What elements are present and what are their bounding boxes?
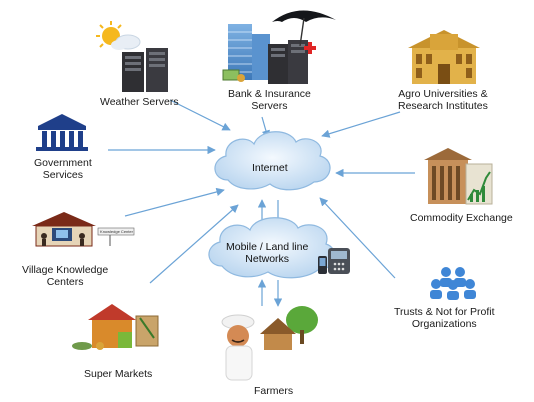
trusts-label: Trusts & Not for Profit Organizations xyxy=(394,306,495,330)
cloud-icon xyxy=(111,34,141,50)
internet-label: Internet xyxy=(252,162,288,174)
arrow-agro-internet xyxy=(321,111,401,138)
office-building-icon xyxy=(228,24,270,80)
farmer-village-icon xyxy=(221,306,318,381)
medical-cross-icon xyxy=(304,42,316,54)
server-rack-icon xyxy=(122,48,168,92)
weather-servers-label: Weather Servers xyxy=(100,96,179,108)
mobile-phone-icon xyxy=(318,256,327,274)
kiosk-sign-text: Knowledge Center xyxy=(100,229,133,234)
farmers-label: Farmers xyxy=(254,385,294,397)
super-markets-label: Super Markets xyxy=(84,368,153,380)
sun-icon xyxy=(96,21,122,48)
bar-chart-icon xyxy=(470,186,485,202)
bank-insurance-label: Bank & Insurance Servers xyxy=(228,88,311,112)
commodity-exchange-label: Commodity Exchange xyxy=(410,212,513,224)
stock-exchange-icon xyxy=(424,148,493,205)
money-stack-icon xyxy=(72,342,104,350)
shopping-bag-icon xyxy=(135,315,159,347)
landline-phone-icon xyxy=(328,248,350,274)
mobile-network-label: Mobile / Land line Networks xyxy=(226,241,309,265)
mobile-network-cloud xyxy=(208,217,350,279)
umbrella-icon xyxy=(272,10,336,47)
village-knowledge-label: Village Knowledge Centers xyxy=(22,264,109,288)
agro-universities-label: Agro Universities & Research Institutes xyxy=(398,88,488,112)
internet-cloud xyxy=(214,131,331,191)
money-stack-icon xyxy=(222,69,245,82)
arrow-trusts-internet xyxy=(319,197,396,279)
university-building-icon xyxy=(408,30,480,84)
bank-insurance-icon xyxy=(222,10,336,84)
hut-icon xyxy=(260,318,296,350)
tree-icon xyxy=(286,306,318,344)
arrow-weather-internet xyxy=(169,99,231,131)
arrow-village-internet xyxy=(124,187,225,217)
villager-figure xyxy=(41,233,85,246)
kiosk-sign xyxy=(97,227,135,246)
server-rack-icon xyxy=(268,40,308,84)
government-services-label: Government Services xyxy=(34,157,92,181)
weather-servers-icon xyxy=(96,21,168,92)
arrow-supermarkets-internet xyxy=(149,204,239,284)
farmer-figure xyxy=(221,314,255,381)
people-group-icon xyxy=(430,267,476,300)
connection-arrows xyxy=(108,99,415,307)
village-kiosk-icon xyxy=(32,212,135,247)
market-stall-icon xyxy=(72,304,159,350)
government-building-icon xyxy=(36,114,88,151)
